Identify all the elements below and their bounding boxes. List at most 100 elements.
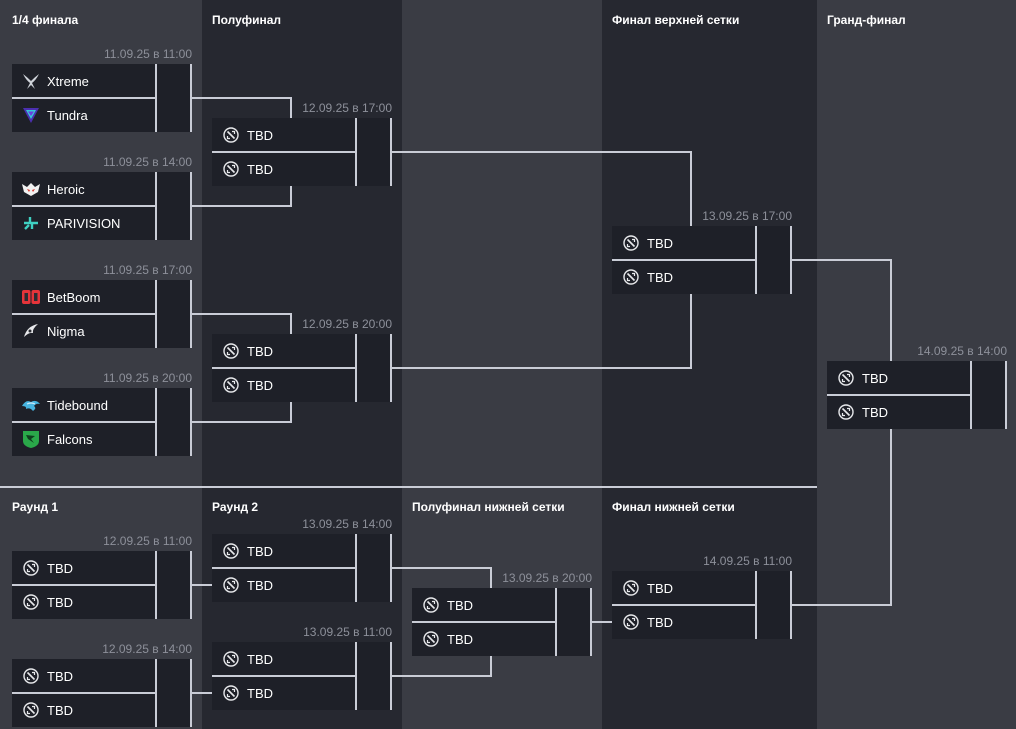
match-date-lr1b: 12.09.25 в 14:00 <box>102 642 192 656</box>
team-row[interactable]: TBD <box>212 642 356 676</box>
team-name: PARIVISION <box>47 215 121 231</box>
match-date-gf: 14.09.25 в 14:00 <box>917 344 1007 358</box>
team-name: TBD <box>247 685 273 701</box>
match-date-lsf: 13.09.25 в 20:00 <box>502 571 592 585</box>
match-vbar-line <box>755 226 757 294</box>
team-row[interactable]: TBD <box>12 693 156 727</box>
team-name: TBD <box>862 370 888 386</box>
match-rbar-line <box>790 226 792 294</box>
score-cell <box>972 361 1005 395</box>
match-sep-line <box>412 621 556 623</box>
match-sep-line <box>612 604 756 606</box>
team-row[interactable]: TBD <box>212 152 356 186</box>
match-card-lf[interactable]: TBD TBD <box>612 571 792 639</box>
match-rbar-line <box>1005 361 1007 429</box>
team-name: TBD <box>47 668 73 684</box>
score-cell <box>157 64 190 98</box>
team-row[interactable]: TBD <box>612 260 756 294</box>
score-cell <box>357 118 390 152</box>
team-row[interactable]: TBD <box>212 676 356 710</box>
tidebound-logo-icon <box>21 395 41 415</box>
dota-logo-icon <box>21 700 41 720</box>
team-row[interactable]: TBD <box>212 534 356 568</box>
team-name: TBD <box>47 702 73 718</box>
match-rbar-line <box>390 334 392 402</box>
match-vbar-line <box>355 534 357 602</box>
team-name: TBD <box>247 343 273 359</box>
team-row[interactable]: TBD <box>212 334 356 368</box>
match-sep-line <box>212 675 356 677</box>
team-name: TBD <box>647 614 673 630</box>
team-row[interactable]: TBD <box>212 568 356 602</box>
match-card-uf[interactable]: TBD TBD <box>612 226 792 294</box>
score-cell <box>157 172 190 206</box>
match-card-lr1a[interactable]: TBD TBD <box>12 551 192 619</box>
match-sep-line <box>827 394 971 396</box>
team-name: Falcons <box>47 431 93 447</box>
match-rbar-line <box>190 659 192 727</box>
dota-logo-icon <box>21 592 41 612</box>
team-name: TBD <box>247 543 273 559</box>
score-cell <box>157 659 190 693</box>
team-row[interactable]: Nigma <box>12 314 156 348</box>
team-row[interactable]: TBD <box>212 368 356 402</box>
match-card-sf2[interactable]: TBD TBD <box>212 334 392 402</box>
match-date-sf2: 12.09.25 в 20:00 <box>302 317 392 331</box>
dota-logo-icon <box>221 159 241 179</box>
team-row[interactable]: PARIVISION <box>12 206 156 240</box>
team-row[interactable]: TBD <box>612 226 756 260</box>
team-row[interactable]: TBD <box>827 361 971 395</box>
team-row[interactable]: TBD <box>412 622 556 656</box>
match-date-sf1: 12.09.25 в 17:00 <box>302 101 392 115</box>
score-cell <box>157 422 190 456</box>
team-row[interactable]: TBD <box>612 571 756 605</box>
match-rbar-line <box>190 172 192 240</box>
dota-logo-icon <box>836 368 856 388</box>
match-rbar-line <box>790 571 792 639</box>
team-row[interactable]: Xtreme <box>12 64 156 98</box>
team-row[interactable]: Falcons <box>12 422 156 456</box>
team-row[interactable]: TBD <box>212 118 356 152</box>
team-row[interactable]: TBD <box>412 588 556 622</box>
match-rbar-line <box>390 534 392 602</box>
team-row[interactable]: Heroic <box>12 172 156 206</box>
match-date-qf3: 11.09.25 в 17:00 <box>103 263 192 277</box>
score-cell <box>557 622 590 656</box>
match-sep-line <box>12 584 156 586</box>
match-card-lr2a[interactable]: TBD TBD <box>212 534 392 602</box>
dota-logo-icon <box>421 595 441 615</box>
team-row[interactable]: Tundra <box>12 98 156 132</box>
xtreme-logo-icon <box>21 71 41 91</box>
team-name: TBD <box>247 577 273 593</box>
match-card-lr2b[interactable]: TBD TBD <box>212 642 392 710</box>
team-row[interactable]: TBD <box>12 659 156 693</box>
score-cell <box>157 693 190 727</box>
team-row[interactable]: TBD <box>12 585 156 619</box>
match-card-gf[interactable]: TBD TBD <box>827 361 1007 429</box>
team-name: TBD <box>247 127 273 143</box>
dota-logo-icon <box>836 402 856 422</box>
team-row[interactable]: BetBoom <box>12 280 156 314</box>
team-row[interactable]: TBD <box>612 605 756 639</box>
team-row[interactable]: TBD <box>827 395 971 429</box>
score-cell <box>757 226 790 260</box>
team-name: TBD <box>647 269 673 285</box>
dota-logo-icon <box>221 649 241 669</box>
team-name: TBD <box>247 377 273 393</box>
dota-logo-icon <box>221 683 241 703</box>
score-cell <box>557 588 590 622</box>
team-row[interactable]: TBD <box>12 551 156 585</box>
team-name: Nigma <box>47 323 85 339</box>
dota-logo-icon <box>621 233 641 253</box>
match-card-sf1[interactable]: TBD TBD <box>212 118 392 186</box>
team-name: Xtreme <box>47 73 89 89</box>
match-card-lr1b[interactable]: TBD TBD <box>12 659 192 727</box>
team-row[interactable]: Tidebound <box>12 388 156 422</box>
team-name: TBD <box>47 560 73 576</box>
match-vbar-line <box>555 588 557 656</box>
